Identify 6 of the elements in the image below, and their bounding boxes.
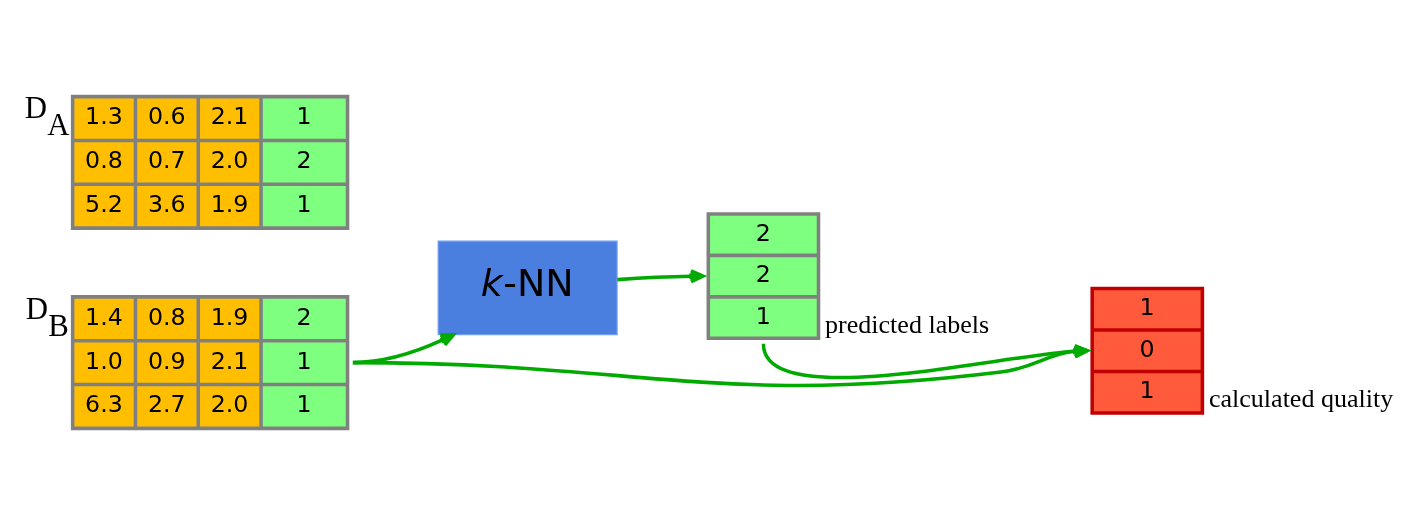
node-label: predicted labels: [825, 309, 990, 339]
arrow: [352, 344, 1089, 388]
arrow: [617, 269, 705, 284]
arrow: [761, 343, 1089, 380]
node-label: calculated quality: [1208, 384, 1394, 414]
node-box: k-NN: [437, 240, 618, 336]
